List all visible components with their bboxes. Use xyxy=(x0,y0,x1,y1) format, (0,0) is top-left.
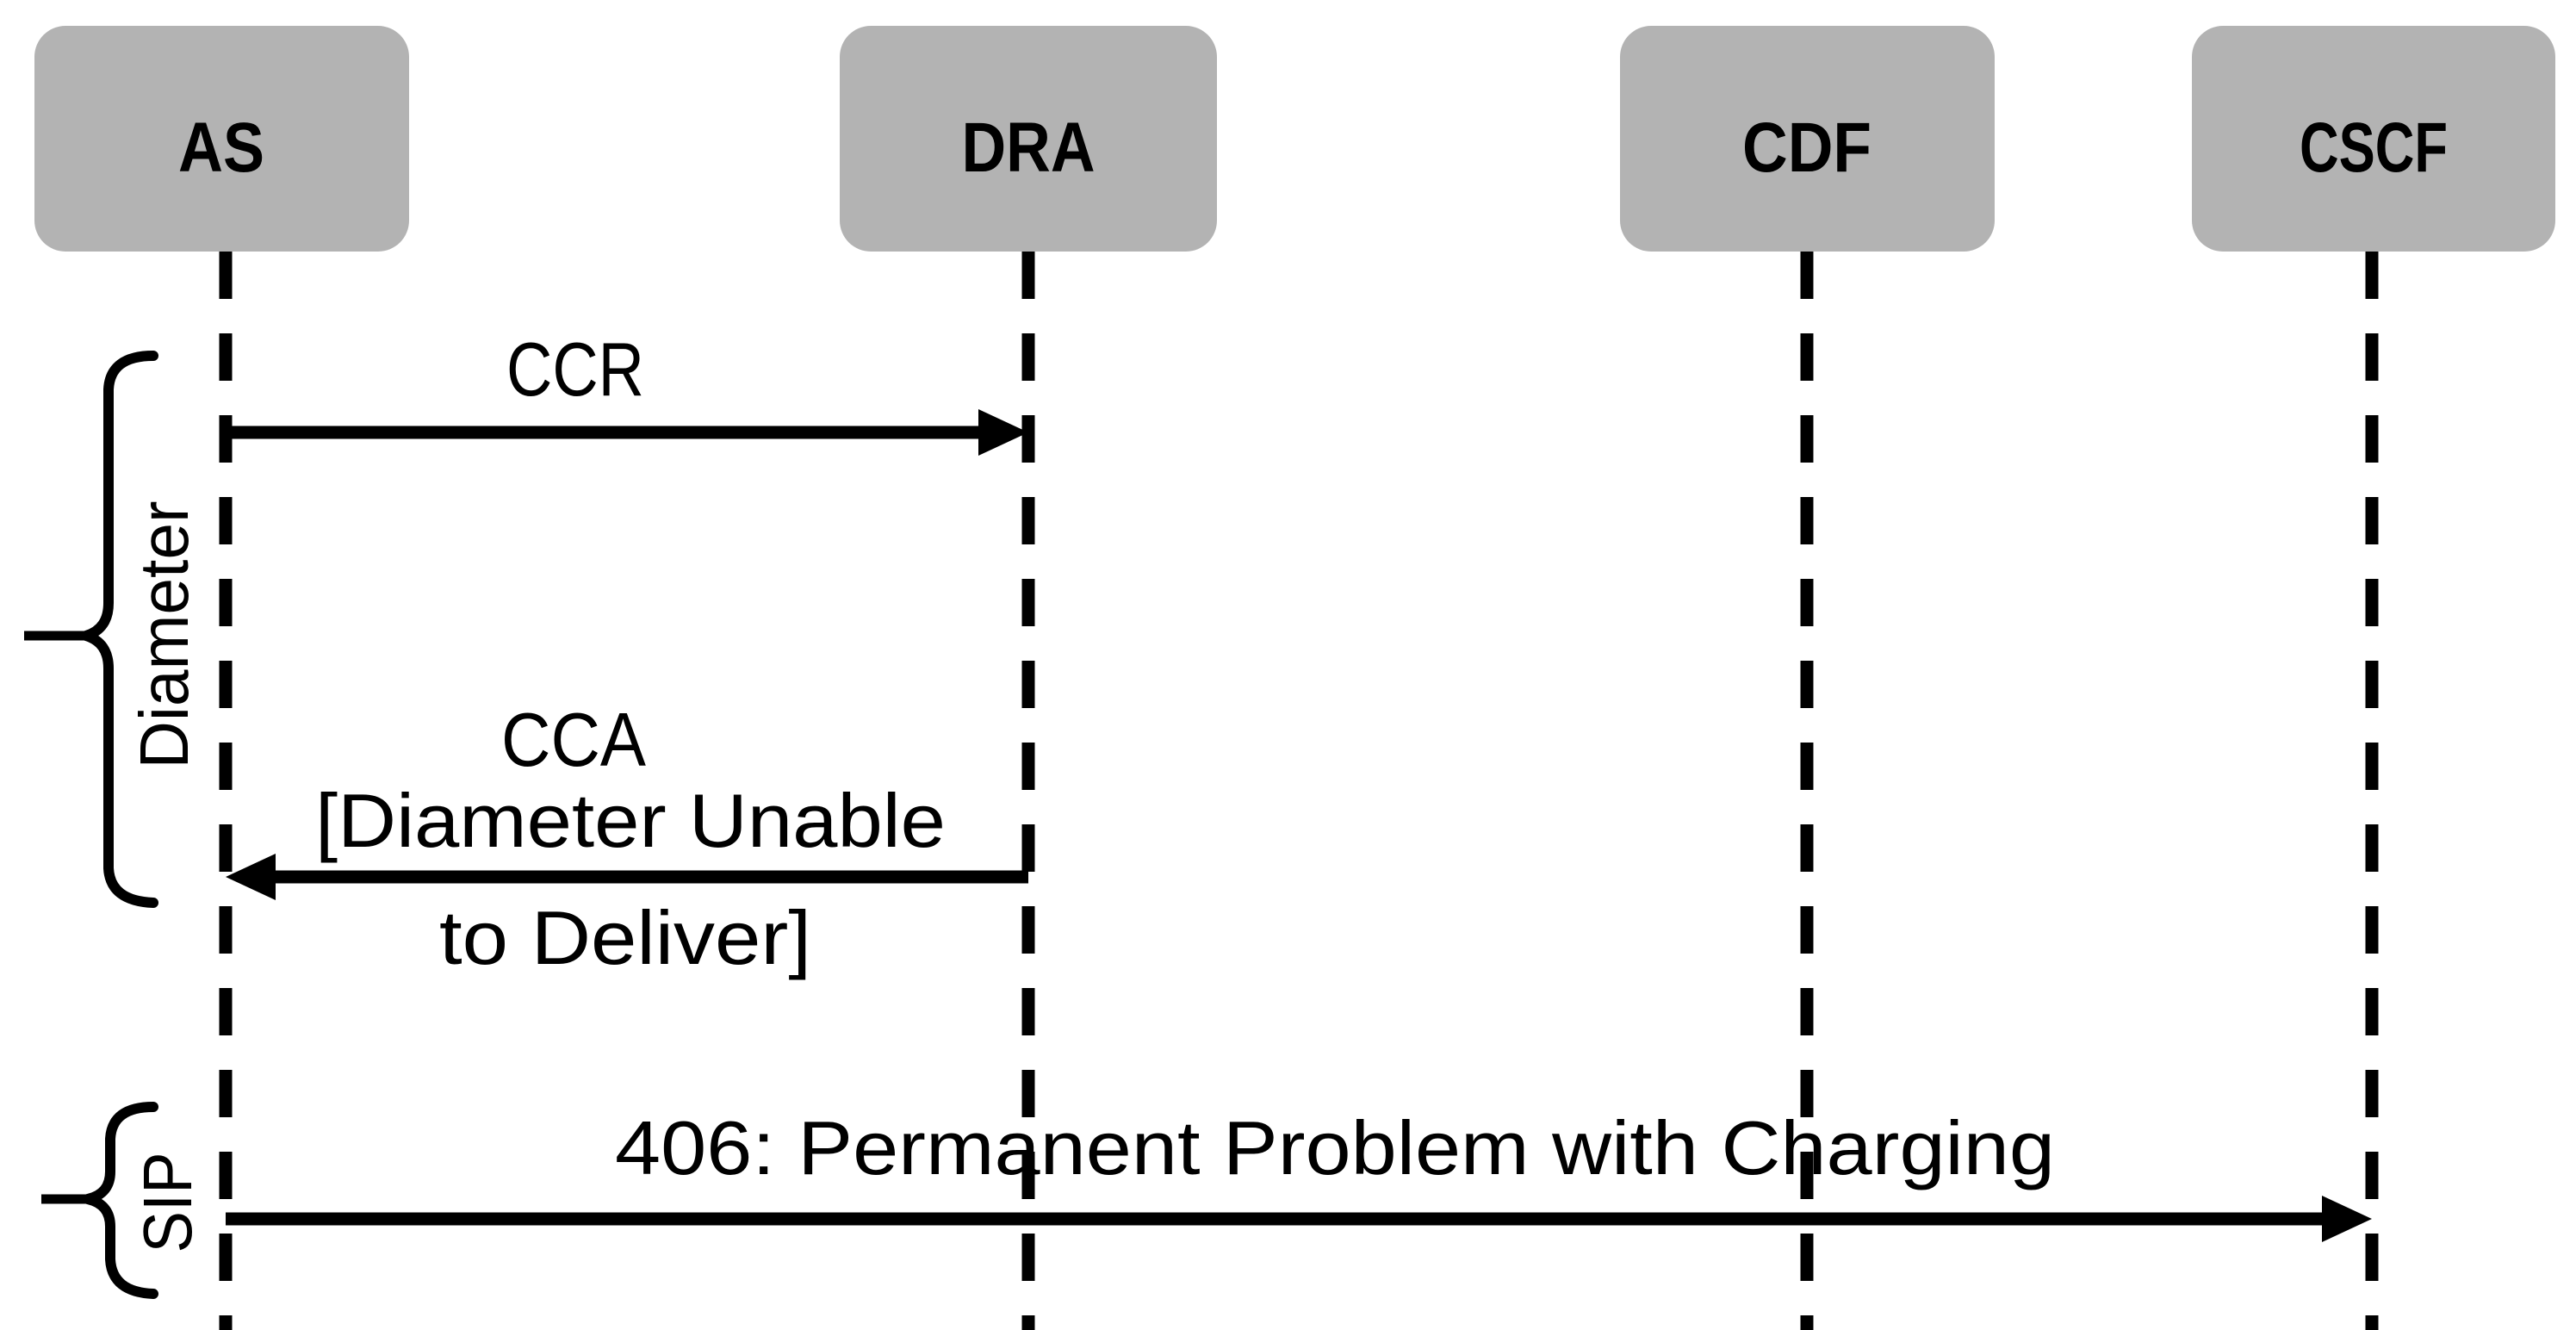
group-sip: SIP xyxy=(41,1102,206,1299)
group-diameter: Diameter xyxy=(24,351,202,908)
participant-as: AS xyxy=(34,26,409,252)
participant-label-dra: DRA xyxy=(962,109,1096,187)
arrowhead-left-icon xyxy=(226,854,276,900)
participant-label-cdf: CDF xyxy=(1742,109,1871,187)
arrowhead-right-icon xyxy=(978,409,1028,456)
participant-label-as: AS xyxy=(178,109,264,187)
participant-box-dra xyxy=(840,26,1217,252)
participant-cscf: CSCF xyxy=(2192,26,2555,252)
participant-box-as xyxy=(34,26,409,252)
group-label-sip: SIP xyxy=(129,1153,206,1253)
message-label-cca-line2: [Diameter Unable xyxy=(315,778,946,863)
participant-label-cscf: CSCF xyxy=(2300,109,2448,187)
message-label-406: 406: Permanent Problem with Charging xyxy=(615,1105,2055,1190)
participant-dra: DRA xyxy=(840,26,1217,252)
participant-cdf: CDF xyxy=(1620,26,1995,252)
message-406: 406: Permanent Problem with Charging xyxy=(226,1105,2372,1242)
arrowhead-right-icon xyxy=(2322,1196,2372,1242)
group-label-diameter: Diameter xyxy=(126,501,202,769)
message-label-ccr: CCR xyxy=(506,326,644,412)
participant-box-cdf xyxy=(1620,26,1995,252)
message-ccr: CCR xyxy=(226,326,1028,456)
message-label-cca-line3: to Deliver] xyxy=(439,895,811,980)
participant-box-cscf xyxy=(2192,26,2555,252)
message-cca: CCA [Diameter Unable to Deliver] xyxy=(226,697,1028,980)
message-label-cca-line1: CCA xyxy=(501,697,646,782)
